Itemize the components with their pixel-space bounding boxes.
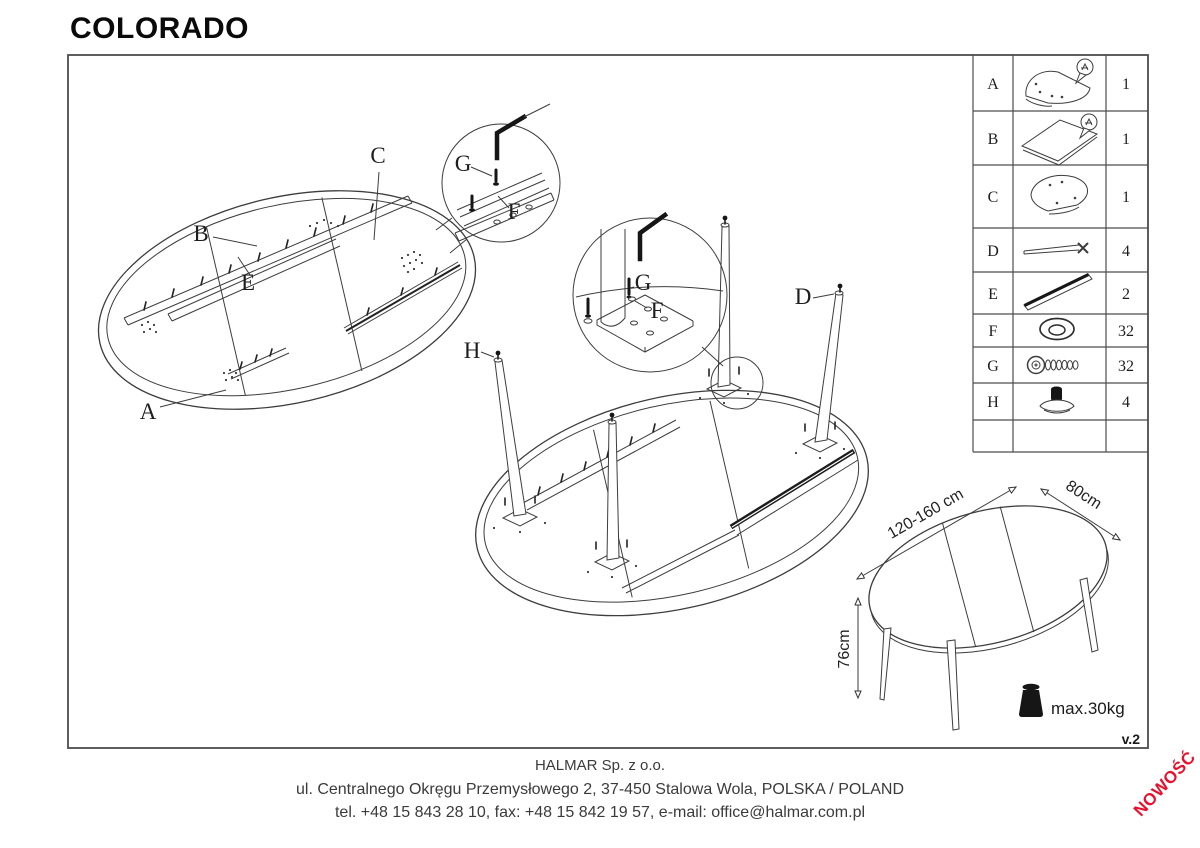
page-title: COLORADO xyxy=(70,12,249,45)
magnifier-icon xyxy=(1080,113,1098,131)
parts-table-row: F 32 xyxy=(989,317,1134,341)
foot-glide-icon xyxy=(609,412,615,418)
width-dimension-line xyxy=(1041,489,1120,540)
detail-inset-rail: G F xyxy=(435,103,561,254)
part-qty: 1 xyxy=(1122,76,1130,93)
callout-c: C xyxy=(370,143,385,168)
callout-f-inset2: F xyxy=(651,298,664,323)
foot-glide-icon xyxy=(837,283,843,289)
part-qty: 2 xyxy=(1122,286,1130,303)
magnifier-icon xyxy=(1076,58,1094,76)
foot-glide-icon xyxy=(722,215,728,221)
part-a-icon xyxy=(1025,58,1094,107)
parts-table-row: C 1 xyxy=(988,175,1130,215)
width-dimension: 80cm xyxy=(1062,477,1104,513)
part-letter: A xyxy=(987,76,999,93)
parts-table-row: D 4 xyxy=(987,242,1130,260)
part-h-icon xyxy=(1039,386,1075,414)
parts-table-grid xyxy=(972,55,1148,453)
parts-table-row: G 32 xyxy=(987,355,1134,375)
callout-b: B xyxy=(193,221,208,246)
part-qty: 32 xyxy=(1118,358,1134,375)
parts-table-row: B 1 xyxy=(988,113,1130,166)
dimension-view: 120-160 cm 80cm 76cm max.30kg xyxy=(836,477,1125,731)
footer: HALMAR Sp. z o.o. ul. Centralnego Okręgu… xyxy=(0,754,1200,824)
part-qty: 1 xyxy=(1122,131,1130,148)
leg-plate xyxy=(596,294,694,353)
table-leg xyxy=(946,639,960,731)
parts-table: A 1 B xyxy=(972,55,1148,453)
washer-icon xyxy=(493,182,499,186)
callout-f-inset1: F xyxy=(508,199,521,224)
table-leg xyxy=(1079,577,1099,653)
part-letter: H xyxy=(987,394,999,411)
callout-g-inset2: G xyxy=(635,270,652,295)
table-legs xyxy=(493,215,844,561)
version-label: v.2 xyxy=(1122,731,1141,747)
part-d-icon xyxy=(1023,242,1089,255)
slide-rail-left xyxy=(167,238,341,322)
left-exploded-view: C B E A xyxy=(97,143,477,424)
part-letter: B xyxy=(988,131,999,148)
mounting-plates xyxy=(501,379,839,571)
allen-key-icon xyxy=(637,211,669,262)
part-e-icon xyxy=(1023,273,1093,311)
part-c-icon xyxy=(1030,175,1088,215)
detail-source-circle xyxy=(710,356,764,410)
part-letter: F xyxy=(989,323,998,340)
max-load-icon xyxy=(1019,683,1043,717)
parts-table-row: E 2 xyxy=(988,273,1130,311)
height-dimension: 76cm xyxy=(836,629,853,668)
part-qty: 4 xyxy=(1122,394,1130,411)
part-qty: 4 xyxy=(1122,243,1130,260)
washer-icon xyxy=(469,208,475,212)
hole-pattern-dots xyxy=(492,392,846,579)
callout-g-inset1: G xyxy=(455,151,472,176)
part-qty: 1 xyxy=(1122,189,1130,206)
part-g-icon xyxy=(1026,355,1079,375)
extension-leaf-edge xyxy=(123,195,413,326)
callout-h: H xyxy=(464,338,481,363)
part-f-icon xyxy=(1039,317,1075,341)
part-letter: D xyxy=(987,243,999,260)
part-letter: G xyxy=(987,358,999,375)
length-dimension-line xyxy=(857,487,1016,579)
company-address: ul. Centralnego Okręgu Przemysłowego 2, … xyxy=(295,781,904,798)
foot-glide-icon xyxy=(495,350,501,356)
detail-inset-leg: G F xyxy=(572,211,728,373)
slide-rail-near xyxy=(343,261,463,335)
hole-pattern-dots xyxy=(140,218,424,382)
part-letter: E xyxy=(988,286,998,303)
company-name: HALMAR Sp. z o.o. xyxy=(534,757,666,774)
part-qty: 32 xyxy=(1118,323,1134,340)
length-dimension: 120-160 cm xyxy=(885,486,967,543)
parts-table-row: H 4 xyxy=(987,386,1130,414)
right-exploded-view: H D xyxy=(464,215,869,617)
callout-a: A xyxy=(140,399,157,424)
part-letter: C xyxy=(988,189,999,206)
table-leg xyxy=(879,627,892,701)
sheet-border xyxy=(67,54,1149,749)
max-load-label: max.30kg xyxy=(1051,699,1125,718)
callout-d: D xyxy=(795,284,812,309)
part-b-icon xyxy=(1020,113,1099,166)
slide-rail-short xyxy=(227,347,290,380)
parts-table-row: A 1 xyxy=(987,58,1130,107)
allen-key-icon xyxy=(494,113,528,161)
callout-e: E xyxy=(241,270,255,295)
company-contact: tel. +48 15 843 28 10, fax: +48 15 842 1… xyxy=(334,804,866,821)
